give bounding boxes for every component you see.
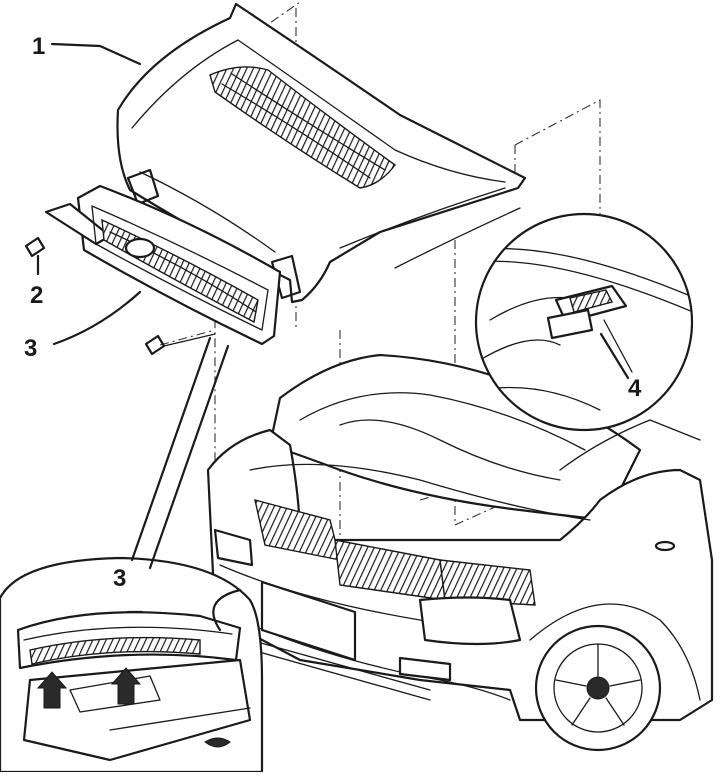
leader-lines [36,42,630,632]
callout-2: 2 [30,282,43,309]
clips [24,236,216,356]
callout-3: 3 [24,335,37,362]
callout-labels: 1 2 3 3 4 [24,33,642,592]
radiator-grille [44,184,282,346]
callout-4: 4 [628,375,642,402]
callout-3-detail: 3 [113,565,126,592]
grille-mount-detail [0,556,264,774]
latch-detail-circle [474,212,694,432]
hood [116,2,527,304]
callout-1: 1 [32,33,45,60]
car-front [206,353,714,752]
